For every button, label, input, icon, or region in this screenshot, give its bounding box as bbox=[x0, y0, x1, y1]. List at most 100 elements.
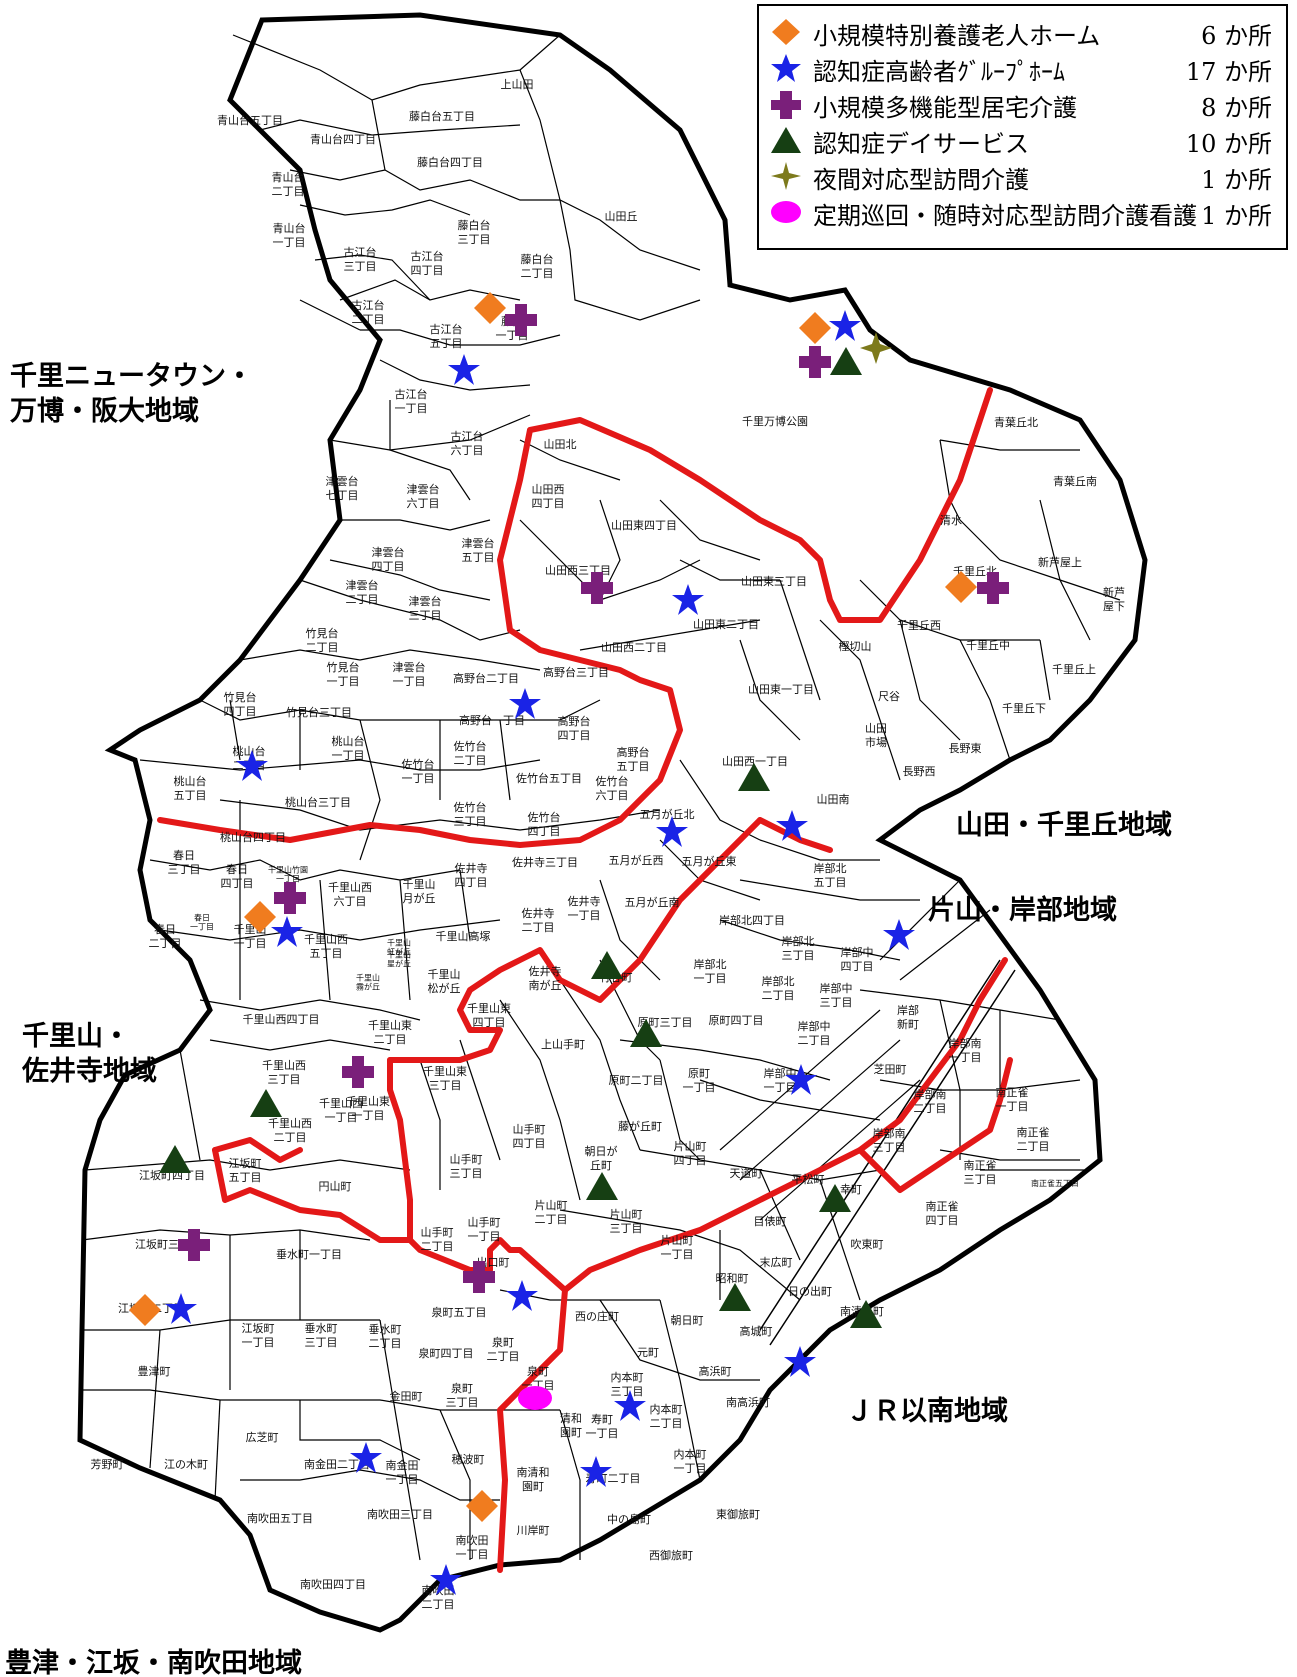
town-label: 江坂町五丁目 bbox=[229, 1157, 262, 1184]
purple-cross-icon bbox=[505, 304, 537, 336]
orange-diamond-icon bbox=[244, 901, 276, 933]
town-label: 広芝町 bbox=[246, 1431, 279, 1444]
purple-cross-icon bbox=[799, 346, 831, 378]
town-label: 山田西四丁目 bbox=[532, 483, 565, 510]
town-label: 古江台二丁目 bbox=[352, 298, 385, 326]
town-label: 南正雀四丁目 bbox=[926, 1200, 959, 1227]
town-label: 春日二丁目 bbox=[149, 923, 182, 950]
green-triangle-icon bbox=[586, 1172, 618, 1200]
region-label-jr: ＪＲ以南地域 bbox=[846, 1396, 1008, 1427]
legend-count: 6 か所 bbox=[1201, 22, 1272, 50]
town-label: 新芦屋上 bbox=[1038, 555, 1082, 569]
purple-cross-icon bbox=[342, 1056, 374, 1088]
town-label: 南正雀三丁目 bbox=[964, 1159, 997, 1186]
town-label: 南金田二丁目 bbox=[304, 1457, 370, 1471]
town-label: 南金田一丁目 bbox=[386, 1458, 419, 1486]
region-label-senriyama-2: 佐井寺地域 bbox=[21, 1056, 157, 1087]
blue-star-icon bbox=[580, 1456, 612, 1487]
region-label-toyotsu: 豊津・江坂・南吹田地域 bbox=[5, 1648, 302, 1677]
town-label: 藤が丘町 bbox=[618, 1119, 662, 1133]
town-label: 山手町二丁目 bbox=[421, 1225, 454, 1253]
town-label: 青山台五丁目 bbox=[217, 113, 283, 127]
town-label: 桃山台三丁目 bbox=[285, 795, 351, 809]
green-triangle-icon bbox=[719, 1283, 751, 1311]
purple-cross-icon bbox=[274, 882, 306, 914]
town-label: 中の島町 bbox=[607, 1512, 651, 1526]
legend-label: 小規模多機能型居宅介護 bbox=[813, 94, 1077, 122]
legend-label: 認知症高齢者ｸﾞﾙｰﾌﾟﾎｰﾑ bbox=[813, 58, 1065, 86]
town-label: 岸部北二丁目 bbox=[762, 974, 795, 1002]
town-label: 藤白台三丁目 bbox=[458, 218, 491, 246]
town-label: 吹東町 bbox=[851, 1238, 884, 1251]
town-label: 佐竹台一丁目 bbox=[402, 757, 435, 785]
purple-cross-icon bbox=[977, 572, 1009, 604]
town-label: 佐井寺三丁目 bbox=[512, 855, 578, 869]
town-label: 千里万博公園 bbox=[742, 415, 808, 428]
town-label: 泉町五丁目 bbox=[432, 1305, 487, 1319]
railways bbox=[759, 959, 1016, 1346]
town-label: 千里丘中 bbox=[966, 639, 1010, 652]
town-label: 垂水町三丁目 bbox=[305, 1322, 338, 1349]
town-label: 清水 bbox=[940, 514, 962, 527]
town-label: 佐竹台二丁目 bbox=[454, 739, 487, 767]
town-label: 岸部南三丁目 bbox=[873, 1126, 906, 1154]
town-label: 春日一丁目 bbox=[190, 913, 214, 932]
town-label: 泉町四丁目 bbox=[419, 1346, 474, 1360]
town-label: 内本町二丁目 bbox=[650, 1402, 683, 1430]
town-label: 竹見台二丁目 bbox=[306, 626, 339, 654]
blue-star-icon bbox=[165, 1293, 197, 1324]
town-label: 山手町一丁目 bbox=[468, 1215, 501, 1243]
green-triangle-icon bbox=[591, 951, 623, 979]
legend-label: 小規模特別養護老人ホーム bbox=[813, 22, 1101, 50]
town-label: 佐井寺南が丘 bbox=[529, 964, 562, 992]
town-label: 山田東四丁目 bbox=[611, 519, 677, 532]
town-label: 山田西一丁目 bbox=[722, 755, 788, 768]
town-label: 原町一丁目 bbox=[683, 1067, 716, 1094]
legend-count: 1 か所 bbox=[1201, 166, 1272, 194]
town-label: 南正雀二丁目 bbox=[1017, 1126, 1050, 1153]
town-label: 岸部南二丁目 bbox=[914, 1087, 947, 1115]
town-label: 高城町 bbox=[740, 1324, 773, 1338]
town-label: 津雲台一丁目 bbox=[393, 660, 426, 688]
town-label: 内本町一丁目 bbox=[674, 1447, 707, 1475]
town-label: 江坂町一丁目 bbox=[242, 1322, 275, 1349]
town-label: 岸部北三丁目 bbox=[782, 934, 815, 962]
town-label: 津雲台七丁目 bbox=[326, 474, 359, 502]
legend-row-tokuyou: 小規模特別養護老人ホーム 6 か所 bbox=[769, 14, 1272, 50]
orange-diamond-icon bbox=[799, 312, 831, 344]
town-label: 青山台一丁目 bbox=[273, 221, 306, 249]
region-label-senri-nt-1: 千里ニュータウン・ bbox=[10, 361, 253, 392]
town-label: 千里山星が丘 bbox=[387, 950, 411, 969]
legend-row-grouphome: 認知症高齢者ｸﾞﾙｰﾌﾟﾎｰﾑ 17 か所 bbox=[769, 50, 1272, 86]
orange-diamond-icon bbox=[945, 571, 977, 603]
town-label: 千里山東二丁目 bbox=[368, 1019, 412, 1046]
blue-star-icon bbox=[506, 1280, 538, 1311]
town-label: 元町 bbox=[637, 1346, 659, 1359]
town-label: 青葉丘南 bbox=[1053, 474, 1097, 488]
town-label: 垂水町二丁目 bbox=[369, 1323, 402, 1350]
town-label: 片山町四丁目 bbox=[674, 1140, 707, 1167]
town-label: 津雲台二丁目 bbox=[346, 578, 379, 606]
town-label: 南吹田三丁目 bbox=[367, 1508, 433, 1521]
town-label: 天道町 bbox=[730, 1166, 763, 1180]
town-label: 泉町二丁目 bbox=[487, 1335, 520, 1363]
town-label: 千里山松が丘 bbox=[428, 968, 461, 995]
blue-star-icon bbox=[430, 1564, 462, 1595]
town-label: 千里山月が丘 bbox=[403, 878, 436, 905]
town-label: 千里山霧が丘 bbox=[356, 973, 380, 992]
town-label: 佐井寺二丁目 bbox=[522, 906, 555, 934]
region-label-katayama: 片山・岸部地域 bbox=[928, 894, 1117, 926]
town-label: 山手町四丁目 bbox=[513, 1122, 546, 1150]
town-label: 山田東一丁目 bbox=[748, 683, 814, 696]
town-label: 岸部北一丁目 bbox=[694, 957, 727, 985]
blue-star-icon bbox=[448, 354, 480, 385]
town-label: 五月が丘南 bbox=[625, 895, 680, 909]
green-triangle-icon bbox=[738, 763, 770, 791]
town-label: 片山町二丁目 bbox=[535, 1199, 568, 1226]
legend-count: 1 か所 bbox=[1201, 202, 1272, 230]
town-label: 原町四丁目 bbox=[709, 1014, 764, 1027]
town-label: 南吹田一丁目 bbox=[456, 1534, 489, 1561]
town-label: 泉町三丁目 bbox=[446, 1381, 479, 1409]
green-triangle-icon bbox=[630, 1019, 662, 1047]
town-label: 樫切山 bbox=[839, 639, 872, 653]
